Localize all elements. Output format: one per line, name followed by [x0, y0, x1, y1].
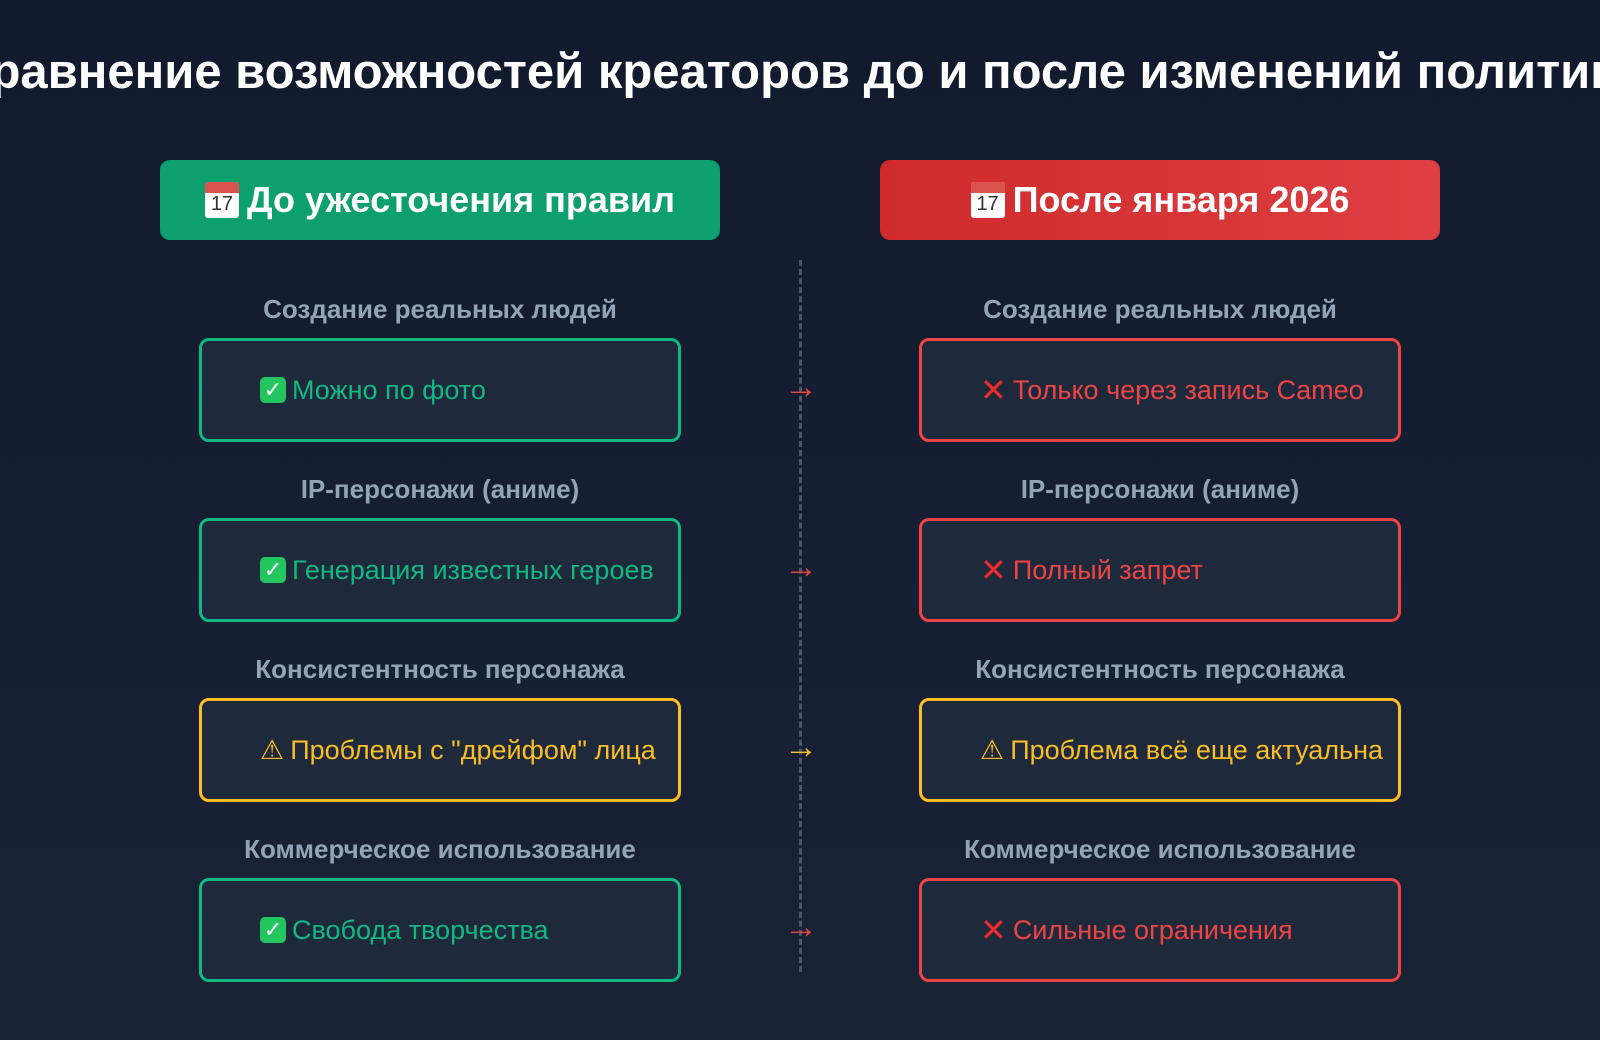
check-icon: ✓ — [260, 917, 286, 943]
before-status-box: ✓Генерация известных героев — [199, 518, 681, 622]
arrow-right-icon: → — [784, 368, 818, 406]
status-text: Генерация известных героев — [292, 554, 654, 585]
status-content: ✓Генерация известных героев — [260, 555, 654, 586]
cross-icon: ✕ — [980, 552, 1007, 588]
before-header-label: До ужесточения правил — [246, 179, 676, 220]
status-text: Проблема всё еще актуальна — [1010, 734, 1384, 765]
status-text: Проблемы с "дрейфом" лица — [290, 734, 656, 765]
arrow-right-icon: → — [784, 728, 818, 766]
before-row-label: Коммерческое использование — [244, 834, 636, 864]
status-text: Можно по фото — [292, 374, 486, 405]
status-content: ✓Можно по фото — [260, 375, 486, 406]
status-text: Свобода творчества — [292, 914, 549, 945]
after-status-box: ✕Сильные ограничения — [919, 878, 1401, 982]
calendar-icon: 17 — [970, 182, 1005, 218]
check-icon: ✓ — [260, 377, 286, 403]
status-text: Полный запрет — [1012, 554, 1203, 585]
status-text: Сильные ограничения — [1012, 914, 1293, 945]
status-text: Только через запись Cameo — [1012, 374, 1364, 405]
status-content: ⚠Проблемы с "дрейфом" лица — [260, 735, 656, 766]
after-status-box: ⚠Проблема всё еще актуальна — [919, 698, 1401, 802]
after-row-label: Создание реальных людей — [983, 294, 1337, 324]
before-status-box: ⚠Проблемы с "дрейфом" лица — [199, 698, 681, 802]
calendar-icon: 17 — [204, 182, 239, 218]
after-header-label: После января 2026 — [1012, 179, 1350, 220]
after-column-header: 17 После января 2026 — [880, 160, 1440, 240]
center-divider — [799, 260, 802, 972]
cross-icon: ✕ — [980, 372, 1007, 408]
status-content: ✕Полный запрет — [980, 551, 1203, 589]
warning-icon: ⚠ — [980, 734, 1005, 765]
check-icon: ✓ — [260, 557, 286, 583]
after-row-label: IP-персонажи (аниме) — [1020, 474, 1300, 504]
page-title: Сравнение возможностей креаторов до и по… — [0, 45, 1600, 99]
arrow-right-icon: → — [784, 548, 818, 586]
before-status-box: ✓Можно по фото — [199, 338, 681, 442]
arrow-right-icon: → — [784, 908, 818, 946]
after-row-label: Коммерческое использование — [964, 834, 1356, 864]
after-status-box: ✕Только через запись Cameo — [919, 338, 1401, 442]
before-row-label: IP-персонажи (аниме) — [300, 474, 580, 504]
before-row-label: Создание реальных людей — [263, 294, 617, 324]
status-content: ✕Только через запись Cameo — [980, 371, 1364, 409]
status-content: ⚠Проблема всё еще актуальна — [980, 735, 1383, 766]
after-status-box: ✕Полный запрет — [919, 518, 1401, 622]
status-content: ✓Свобода творчества — [260, 915, 549, 946]
before-status-box: ✓Свобода творчества — [199, 878, 681, 982]
after-row-label: Консистентность персонажа — [975, 654, 1345, 684]
before-row-label: Консистентность персонажа — [255, 654, 625, 684]
status-content: ✕Сильные ограничения — [980, 911, 1293, 949]
before-column-header: 17 До ужесточения правил — [160, 160, 720, 240]
warning-icon: ⚠ — [260, 734, 285, 765]
cross-icon: ✕ — [980, 912, 1007, 948]
